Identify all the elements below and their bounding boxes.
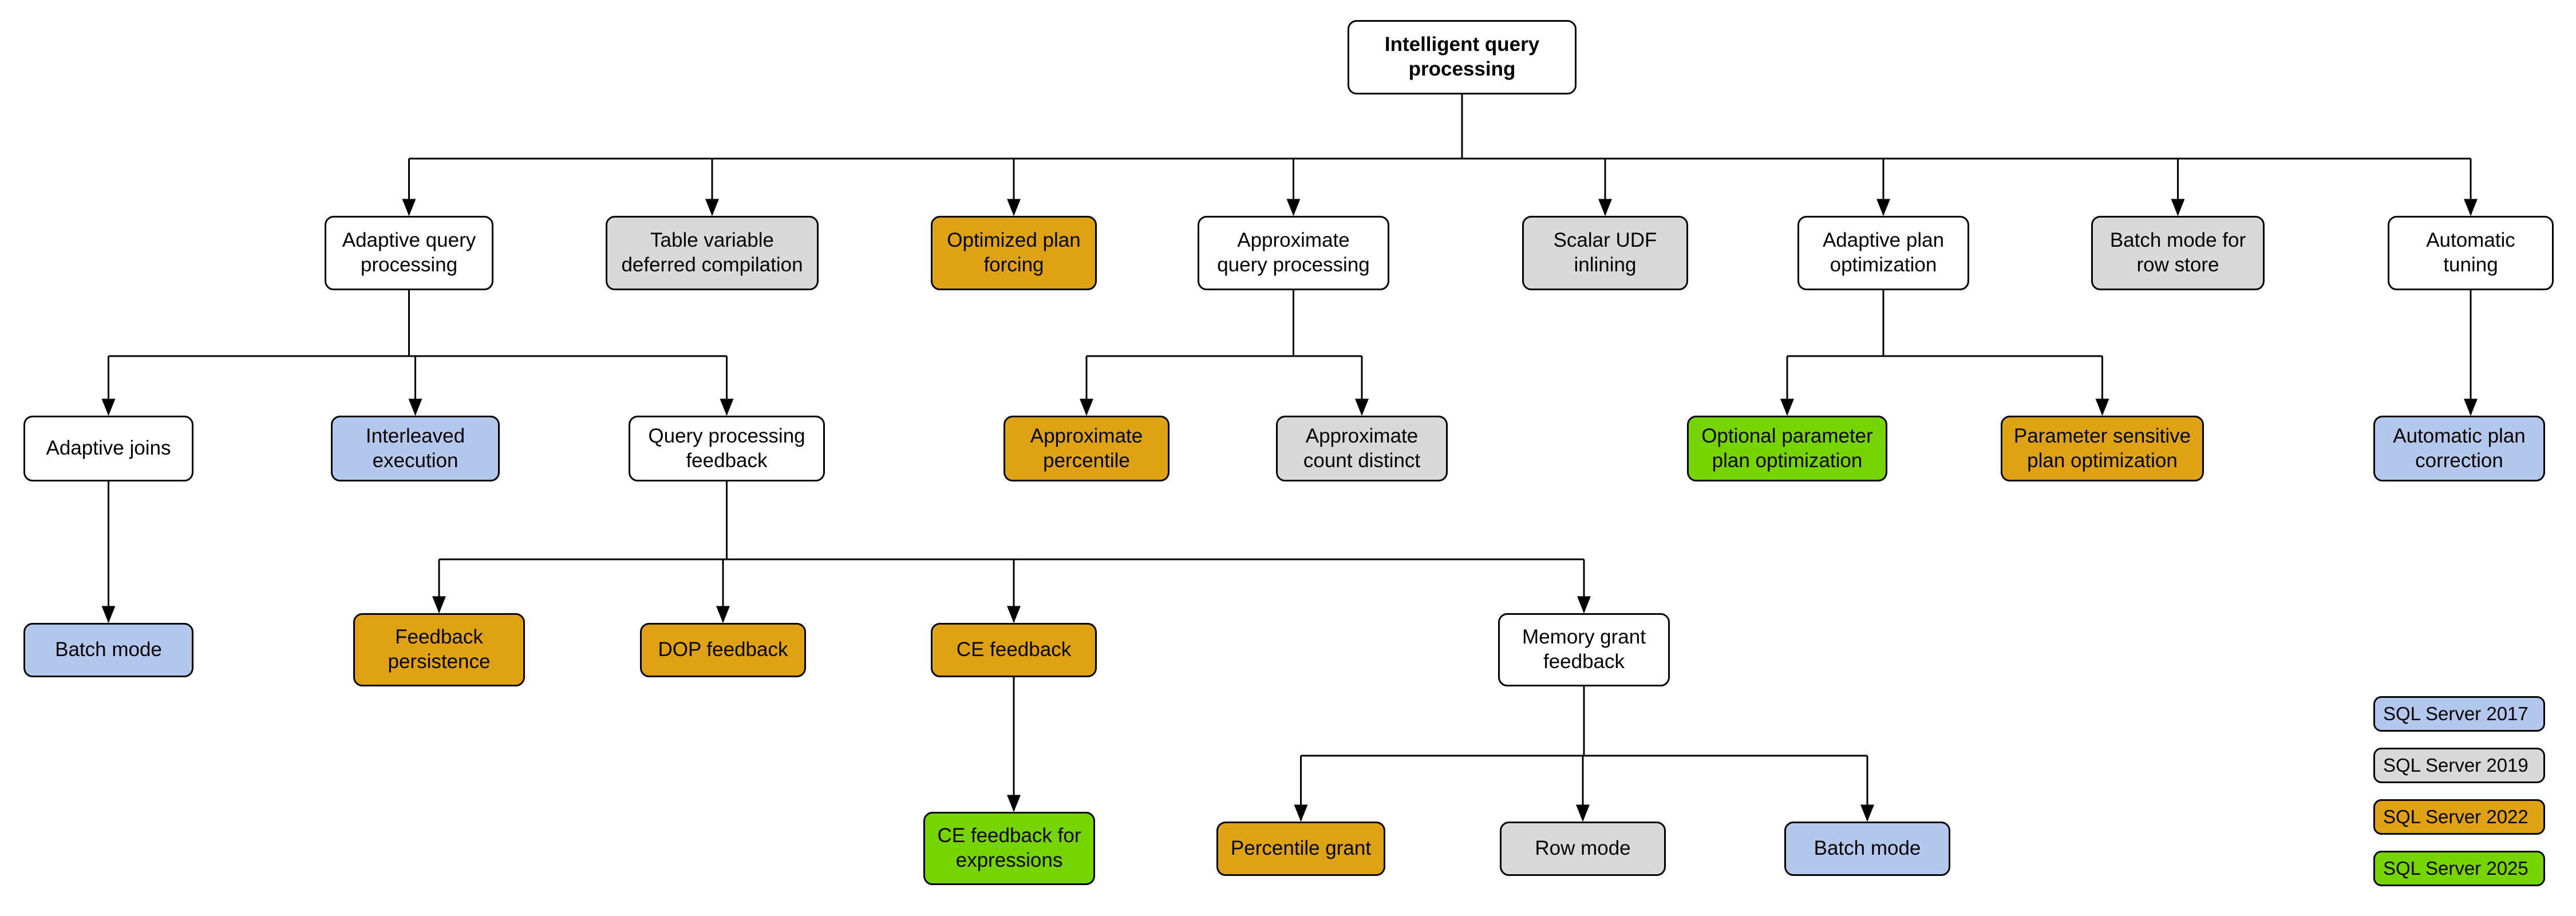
node-dopfb[interactable]: DOP feedback: [640, 623, 806, 677]
node-label: DOP feedback: [658, 638, 788, 661]
legend-item-sql-server-2025[interactable]: SQL Server 2025: [2373, 851, 2545, 886]
node-label: Adaptive plan optimization: [1822, 229, 1945, 276]
node-oppo[interactable]: Optional parameter plan optimization: [1687, 416, 1887, 481]
node-sudf[interactable]: Scalar UDF inlining: [1522, 216, 1688, 290]
node-ajoins[interactable]: Adaptive joins: [23, 416, 193, 481]
node-pctilegrant[interactable]: Percentile grant: [1216, 822, 1385, 876]
node-cefbexpr[interactable]: CE feedback for expressions: [923, 812, 1095, 885]
node-label: CE feedback for expressions: [937, 824, 1081, 871]
node-label: Batch mode: [1814, 837, 1921, 860]
node-label: Batch mode: [55, 638, 162, 661]
node-cefb[interactable]: CE feedback: [931, 623, 1097, 677]
node-label: CE feedback: [956, 638, 1072, 661]
node-root[interactable]: Intelligent query processing: [1348, 20, 1577, 94]
node-label: Query processing feedback: [648, 424, 805, 472]
node-acdistinct[interactable]: Approximate count distinct: [1276, 416, 1448, 481]
node-opf[interactable]: Optimized plan forcing: [931, 216, 1097, 290]
node-label: Row mode: [1535, 837, 1631, 860]
legend-item-label: SQL Server 2025: [2383, 858, 2528, 879]
node-bmrs[interactable]: Batch mode for row store: [2091, 216, 2265, 290]
node-pspo[interactable]: Parameter sensitive plan optimization: [2001, 416, 2204, 481]
node-apctile[interactable]: Approximate percentile: [1003, 416, 1170, 481]
node-aqproc[interactable]: Approximate query processing: [1198, 216, 1389, 290]
node-label: Feedback persistence: [388, 626, 491, 673]
node-mgfb[interactable]: Memory grant feedback: [1498, 613, 1670, 686]
node-bmode2[interactable]: Batch mode: [1784, 822, 1950, 876]
node-apc[interactable]: Automatic plan correction: [2373, 416, 2545, 481]
node-qpf[interactable]: Query processing feedback: [629, 416, 825, 481]
node-label: Optional parameter plan optimization: [1701, 424, 1873, 472]
node-label: Table variable deferred compilation: [621, 229, 803, 276]
node-bmode1[interactable]: Batch mode: [23, 623, 193, 677]
node-label: Approximate percentile: [1030, 424, 1143, 472]
node-label: Parameter sensitive plan optimization: [2013, 424, 2191, 472]
node-tvdc[interactable]: Table variable deferred compilation: [606, 216, 819, 290]
node-label: Memory grant feedback: [1522, 626, 1646, 673]
node-label: Automatic plan correction: [2393, 424, 2526, 472]
node-label: Approximate query processing: [1217, 229, 1370, 276]
node-rowmode[interactable]: Row mode: [1500, 822, 1666, 876]
node-ilexec[interactable]: Interleaved execution: [331, 416, 500, 481]
legend-item-label: SQL Server 2019: [2383, 755, 2528, 776]
node-label: Adaptive query processing: [342, 229, 476, 276]
node-label: Intelligent query processing: [1384, 33, 1540, 80]
legend-item-label: SQL Server 2022: [2383, 806, 2528, 827]
legend-item-sql-server-2019[interactable]: SQL Server 2019: [2373, 748, 2545, 783]
node-label: Adaptive joins: [46, 437, 171, 460]
node-aqp[interactable]: Adaptive query processing: [325, 216, 493, 290]
node-label: Batch mode for row store: [2109, 229, 2246, 276]
legend-item-sql-server-2022[interactable]: SQL Server 2022: [2373, 799, 2545, 835]
node-label: Scalar UDF inlining: [1553, 229, 1657, 276]
node-label: Interleaved execution: [365, 424, 465, 472]
legend-item-sql-server-2017[interactable]: SQL Server 2017: [2373, 696, 2545, 732]
node-label: Automatic tuning: [2426, 229, 2515, 276]
node-label: Approximate count distinct: [1303, 424, 1421, 472]
legend-item-label: SQL Server 2017: [2383, 703, 2528, 724]
node-autotune[interactable]: Automatic tuning: [2388, 216, 2554, 290]
node-fbpersist[interactable]: Feedback persistence: [353, 613, 525, 686]
node-label: Percentile grant: [1230, 837, 1372, 860]
node-label: Optimized plan forcing: [947, 229, 1081, 276]
node-apo[interactable]: Adaptive plan optimization: [1797, 216, 1969, 290]
